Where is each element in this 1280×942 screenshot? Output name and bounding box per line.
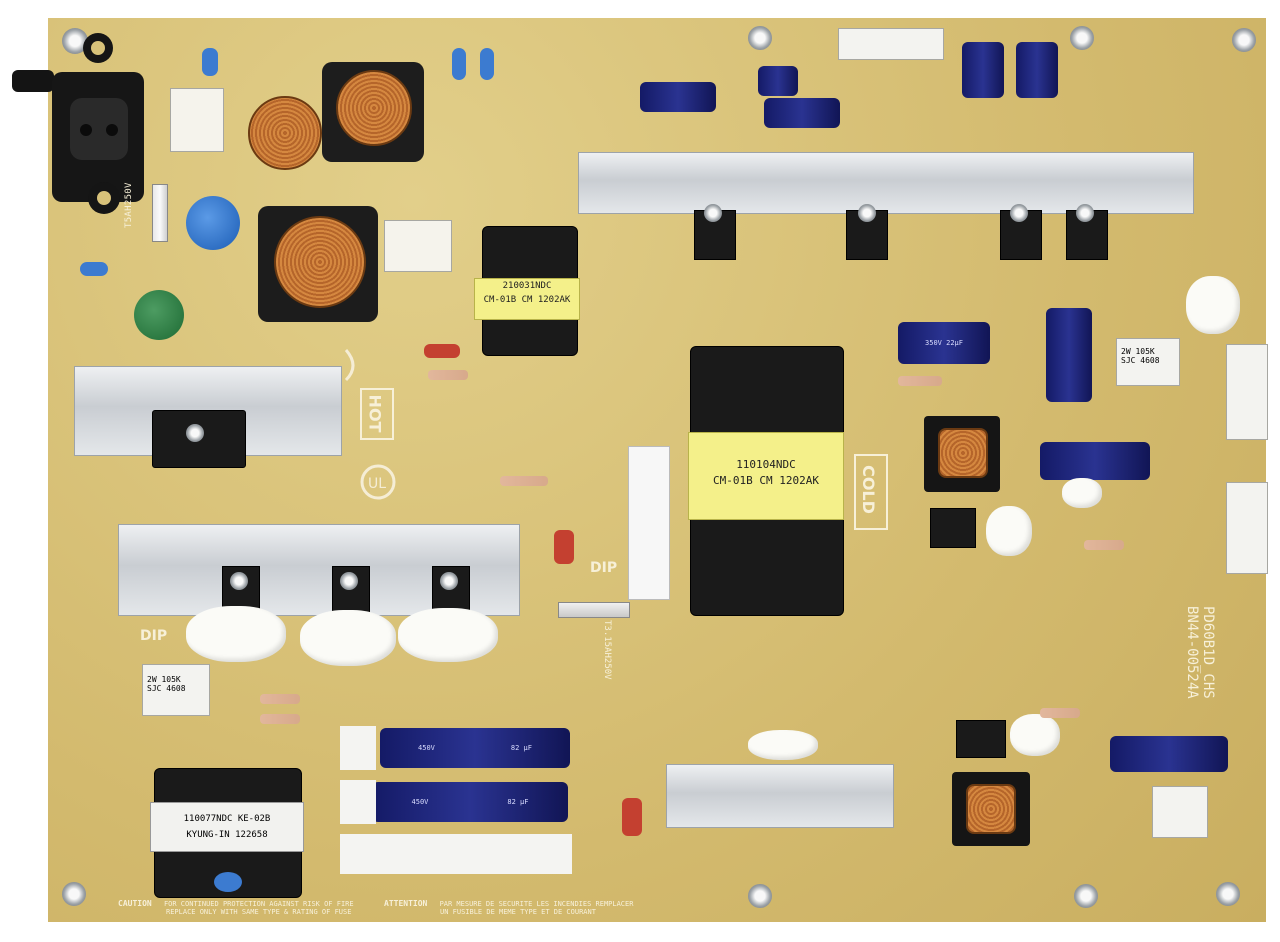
cap-350v: 350V 22µF	[898, 322, 990, 364]
glue-blob-right-3	[1010, 714, 1060, 756]
fuse-main	[152, 184, 168, 242]
glue-blob-right-4	[1062, 478, 1102, 508]
glue-blob-right-2	[986, 506, 1032, 556]
cap-top-horizontal-1	[640, 82, 716, 112]
top-connector[interactable]	[838, 28, 944, 60]
inductor-right-2	[952, 772, 1030, 846]
cap-right-vertical	[1046, 308, 1092, 402]
cap-top-horizontal-2	[764, 98, 840, 128]
mount-screw-bottom-right-a	[1074, 884, 1098, 908]
standby-transformer-label: 210031NDC CM-01B CM 1202AK	[474, 278, 580, 320]
varistor-green	[134, 290, 184, 340]
mount-screw-top-mid	[748, 26, 772, 50]
dip-label-left: DIP	[140, 628, 168, 644]
samsung-logo-icon	[342, 346, 364, 384]
red-cap-3	[622, 798, 642, 836]
glue-blob-center	[748, 730, 818, 760]
choke-mid	[258, 206, 378, 322]
mosfet-screw-2	[858, 204, 876, 222]
heatsink-bottom-center	[666, 764, 894, 828]
fuse-main-rating: T5AH250V	[124, 182, 134, 228]
red-cap-1	[424, 344, 460, 358]
small-cap-2	[480, 48, 494, 80]
small-cap-4	[80, 262, 108, 276]
glue-blob-2	[300, 610, 396, 666]
output-connector-top[interactable]	[1226, 344, 1268, 440]
x-cap-top	[170, 88, 224, 152]
resistor-4	[260, 714, 300, 724]
small-cap-3	[202, 48, 218, 76]
small-cap-5	[214, 872, 242, 892]
caution-block: CAUTION FOR CONTINUED PROTECTION AGAINST…	[118, 899, 354, 917]
main-transformer-label: 110104NDC CM-01B CM 1202AK	[688, 432, 844, 520]
x-cap-mid	[384, 220, 452, 272]
fuse-secondary-rating: T3.15AH250V	[602, 620, 612, 680]
model-marking: PD60B1D_CHS BN44-00524A	[1184, 606, 1216, 699]
bottom-transformer-label: 110077NDC KE-02B KYUNG-IN 122658	[150, 802, 304, 852]
pfc-screw-1	[230, 572, 248, 590]
resistor-3	[260, 694, 300, 704]
hot-label: HOT	[360, 388, 394, 440]
mount-screw-bottom-right-b	[1216, 882, 1240, 906]
ac-inlet-icon[interactable]	[12, 32, 152, 216]
dip-label-center: DIP	[590, 560, 618, 576]
cap-sleeve-white-1	[340, 726, 376, 770]
svg-text:UL: UL	[368, 476, 386, 492]
small-cap-1	[452, 48, 466, 80]
pfc-screw-2	[340, 572, 358, 590]
cap-sleeve-white-2	[340, 780, 376, 824]
mount-screw-bottom-mid	[748, 884, 772, 908]
small-mosfet-1	[930, 508, 976, 548]
cap-top-horizontal-3	[758, 66, 798, 96]
ul-mark-icon: UL	[356, 452, 400, 520]
inductor-right-1	[924, 416, 1000, 492]
mount-screw-top-right-b	[1232, 28, 1256, 52]
resistor-6	[1084, 540, 1124, 550]
pfc-screw-3	[440, 572, 458, 590]
cold-label: COLD	[854, 454, 888, 530]
cap-right-mid	[1040, 442, 1150, 480]
mosfet-screw-3	[1010, 204, 1028, 222]
fuse-secondary	[558, 602, 630, 618]
mount-screw-top-right-a	[1070, 26, 1094, 50]
attention-block: ATTENTION PAR MESURE DE SECURITE LES INC…	[384, 899, 634, 917]
film-cap-right-bottom	[1152, 786, 1208, 838]
bridge-screw	[186, 424, 204, 442]
cap-top-b	[1016, 42, 1058, 98]
resistor-5	[898, 376, 942, 386]
heatsink-top-right	[578, 152, 1194, 214]
choke-toroid-top-left	[248, 96, 322, 170]
glue-blob-3	[398, 608, 498, 662]
glue-blob-right-1	[1186, 276, 1240, 334]
cap-right-bottom	[1110, 736, 1228, 772]
red-cap-2	[554, 530, 574, 564]
cap-top-a	[962, 42, 1004, 98]
serial-sticker	[628, 446, 670, 600]
mosfet-screw-4	[1076, 204, 1094, 222]
glue-blob-1	[186, 606, 286, 662]
choke-top	[322, 62, 424, 162]
small-mosfet-2	[956, 720, 1006, 758]
resistor-1	[428, 370, 468, 380]
mount-screw-bottom-left	[62, 882, 86, 906]
resistor-2	[500, 476, 548, 486]
resistor-7	[1040, 708, 1080, 718]
cap-sleeve-white-3	[340, 834, 572, 874]
varistor-blue	[186, 196, 240, 250]
output-connector-bottom[interactable]	[1226, 482, 1268, 574]
mosfet-screw-1	[704, 204, 722, 222]
